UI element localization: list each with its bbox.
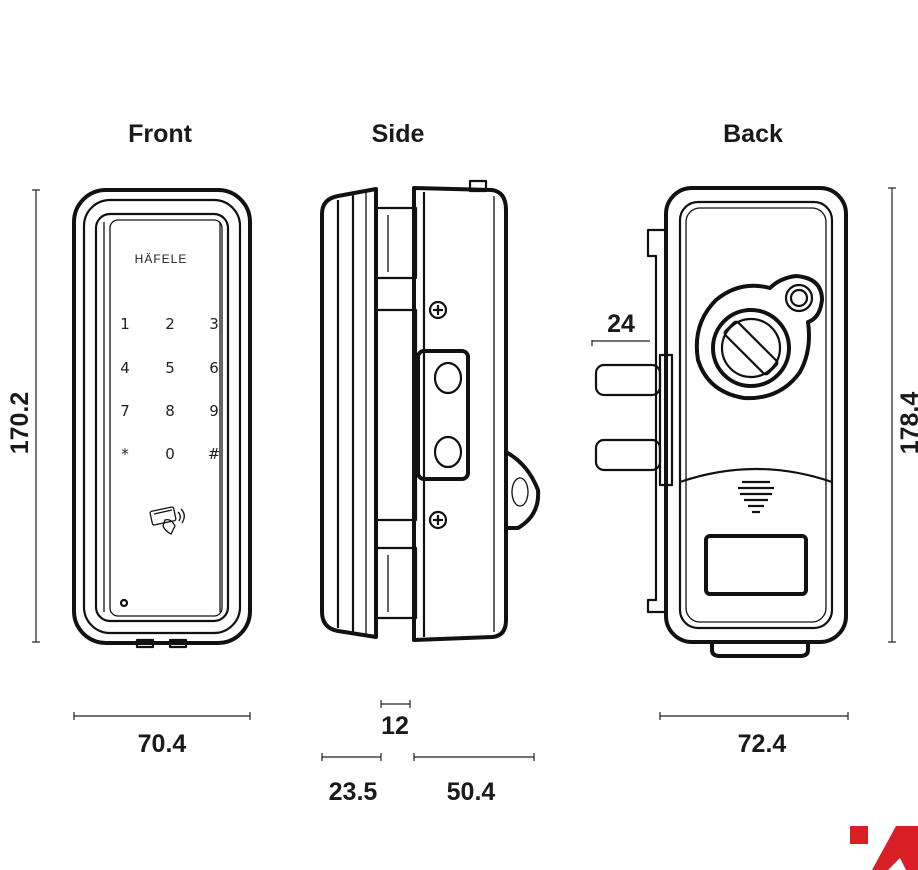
front-width-label: 70.4 <box>138 730 187 758</box>
front-inner-body <box>82 198 242 635</box>
front-height-dimension: 170.2 <box>6 189 40 643</box>
speaker-icon <box>738 480 774 514</box>
side-thumb-turn <box>504 450 541 530</box>
back-bottom-tab <box>710 640 810 658</box>
front-bottom-tab <box>135 638 155 649</box>
back-bolt <box>594 438 662 472</box>
back-width-dimension: 72.4 <box>659 712 849 758</box>
screw-icon <box>428 510 448 530</box>
keypad-key[interactable]: 1 <box>120 315 130 333</box>
front-glass-panel <box>109 219 223 617</box>
card-reader-icon <box>149 506 185 535</box>
side-door-plate <box>374 308 418 522</box>
keypad: 1 2 3 4 5 6 7 8 9 * 0 # <box>120 315 220 463</box>
battery-cover <box>704 534 808 596</box>
back-outer-body <box>664 186 848 644</box>
front-outer-body <box>72 188 252 645</box>
side-view-title: Side <box>372 120 425 148</box>
back-bolt-offset-dimension: 24 <box>591 310 650 346</box>
thumb-turn-icon[interactable] <box>711 308 791 388</box>
keypad-key[interactable]: 0 <box>165 445 175 463</box>
back-view <box>594 186 848 658</box>
side-top-button <box>468 179 488 193</box>
screw-icon <box>428 300 448 320</box>
side-back-dimension: 50.4 <box>413 753 535 806</box>
keypad-key[interactable]: 4 <box>120 359 130 377</box>
keypad-key[interactable]: 5 <box>165 359 175 377</box>
back-bolt-offset-label: 24 <box>607 310 635 338</box>
keypad-key[interactable]: 6 <box>209 359 219 377</box>
side-front-dimension: 23.5 <box>321 753 382 806</box>
keypad-key[interactable]: * <box>121 445 129 463</box>
back-inner-body <box>678 200 834 630</box>
side-gap-dimension: 12 <box>380 700 411 740</box>
back-view-title: Back <box>723 120 783 148</box>
side-bracket-bottom <box>374 546 418 620</box>
side-bolt-plate <box>416 349 470 481</box>
back-mounting-plate <box>646 228 666 614</box>
side-gap-label: 12 <box>381 712 409 740</box>
keypad-key[interactable]: 2 <box>165 315 175 333</box>
side-back-body <box>412 186 508 642</box>
side-bracket-top <box>374 206 418 280</box>
front-bottom-tab <box>168 638 188 649</box>
side-view <box>320 179 541 642</box>
hafele-logo-icon <box>850 826 918 870</box>
front-width-dimension: 70.4 <box>73 712 251 758</box>
brand-logo-text: HÄFELE <box>135 252 188 266</box>
keypad-key[interactable]: 8 <box>165 402 175 420</box>
side-back-label: 50.4 <box>447 778 496 806</box>
back-height-label: 178.4 <box>896 392 918 455</box>
side-front-cover <box>320 187 378 639</box>
keypad-key[interactable]: # <box>208 445 221 463</box>
side-front-label: 23.5 <box>329 778 378 806</box>
status-led-icon <box>119 598 129 608</box>
back-width-label: 72.4 <box>738 730 787 758</box>
front-height-label: 170.2 <box>6 392 34 455</box>
keypad-key[interactable]: 3 <box>209 315 219 333</box>
keypad-key[interactable]: 9 <box>209 402 219 420</box>
front-bezel <box>94 212 230 623</box>
front-view: HÄFELE 1 2 3 4 5 6 7 8 9 * 0 # <box>72 188 252 649</box>
front-view-title: Front <box>128 120 193 148</box>
back-bolt <box>594 363 662 397</box>
thumb-turn-housing <box>694 274 824 401</box>
back-height-dimension: 178.4 <box>888 187 918 643</box>
keypad-key[interactable]: 7 <box>120 402 130 420</box>
